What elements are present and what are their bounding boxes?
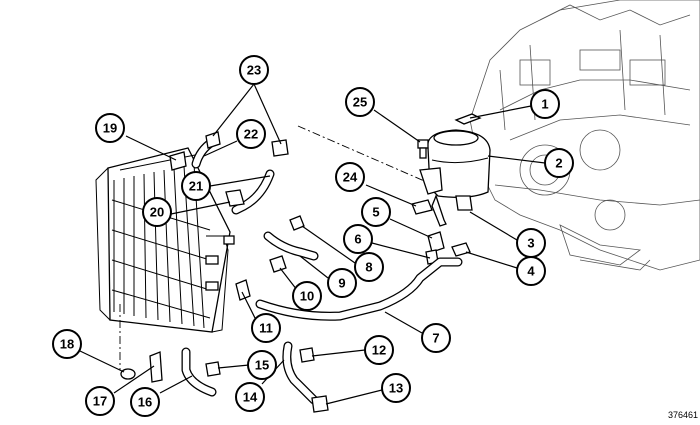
- callout-13: 13: [381, 373, 411, 403]
- coolant-reservoir: [419, 129, 491, 211]
- callout-23: 23: [239, 55, 269, 85]
- svg-text:20: 20: [150, 205, 164, 220]
- hose-clamp-part: [451, 242, 471, 257]
- bracket-part: [149, 351, 163, 383]
- reservoir-cap: [454, 113, 482, 125]
- callout-8: 8: [354, 252, 384, 282]
- hose-clamp-part: [299, 347, 315, 363]
- bracket-part: [411, 199, 433, 215]
- middle-coolant-hose: [263, 231, 319, 261]
- hose-clamp-part: [269, 255, 287, 273]
- svg-text:5: 5: [372, 205, 379, 220]
- alignment-line: [297, 125, 446, 191]
- callout-3: 3: [516, 228, 546, 258]
- bracket-part: [235, 279, 251, 301]
- callout-12: 12: [364, 335, 394, 365]
- svg-text:8: 8: [365, 260, 372, 275]
- callout-4: 4: [516, 256, 546, 286]
- hose-clamp-part: [169, 151, 187, 171]
- callout-1: 1: [530, 89, 560, 119]
- callout-16: 16: [130, 387, 160, 417]
- figure-id: 376461: [668, 410, 698, 420]
- callout-20: 20: [142, 197, 172, 227]
- svg-text:19: 19: [103, 121, 117, 136]
- callout-25: 25: [345, 87, 375, 117]
- svg-text:10: 10: [300, 289, 314, 304]
- svg-text:14: 14: [243, 390, 258, 405]
- callout-15: 15: [247, 350, 277, 380]
- hose-clamp-part: [205, 131, 221, 149]
- hose-clamp-part: [289, 215, 305, 231]
- svg-text:2: 2: [555, 156, 562, 171]
- svg-text:6: 6: [354, 232, 361, 247]
- callout-2: 2: [544, 148, 574, 178]
- svg-text:7: 7: [432, 331, 439, 346]
- svg-text:1: 1: [541, 97, 548, 112]
- callout-19: 19: [95, 113, 125, 143]
- callout-11: 11: [251, 313, 281, 343]
- mounting-bolt: [417, 139, 429, 159]
- hose-clamp-part: [311, 395, 329, 413]
- callout-7: 7: [421, 323, 451, 353]
- svg-text:22: 22: [244, 127, 258, 142]
- svg-text:18: 18: [60, 337, 74, 352]
- callout-17: 17: [85, 386, 115, 416]
- svg-text:13: 13: [389, 381, 403, 396]
- callout-14: 14: [235, 382, 265, 412]
- svg-text:11: 11: [259, 321, 273, 336]
- callout-10: 10: [292, 281, 322, 311]
- svg-text:25: 25: [353, 95, 367, 110]
- engine-assembly: [469, 0, 700, 271]
- lower-radiator-hose: [181, 347, 217, 397]
- svg-text:23: 23: [247, 63, 261, 78]
- svg-text:21: 21: [189, 179, 203, 194]
- radiator: [95, 147, 235, 333]
- callout-5: 5: [361, 197, 391, 227]
- callout-22: 22: [236, 119, 266, 149]
- callout-21: 21: [181, 171, 211, 201]
- fitting-part: [427, 231, 445, 253]
- svg-text:9: 9: [338, 276, 345, 291]
- hose-clamp-part: [271, 139, 289, 157]
- drain-plug: [120, 368, 136, 380]
- svg-text:3: 3: [527, 236, 534, 251]
- hose-clamp-part: [205, 361, 221, 377]
- callout-24: 24: [335, 162, 365, 192]
- svg-text:4: 4: [527, 264, 535, 279]
- svg-text:17: 17: [93, 394, 107, 409]
- svg-text:16: 16: [138, 395, 152, 410]
- callout-6: 6: [343, 224, 373, 254]
- callout-9: 9: [327, 268, 357, 298]
- long-coolant-hose: [255, 257, 463, 321]
- hose-clamp-part: [225, 189, 245, 207]
- hose-clamp-part: [431, 194, 447, 227]
- callout-18: 18: [52, 329, 82, 359]
- svg-text:12: 12: [372, 343, 386, 358]
- svg-text:24: 24: [343, 170, 358, 185]
- upper-radiator-hose: [231, 169, 275, 215]
- heater-hose: [282, 341, 319, 405]
- svg-text:15: 15: [255, 358, 269, 373]
